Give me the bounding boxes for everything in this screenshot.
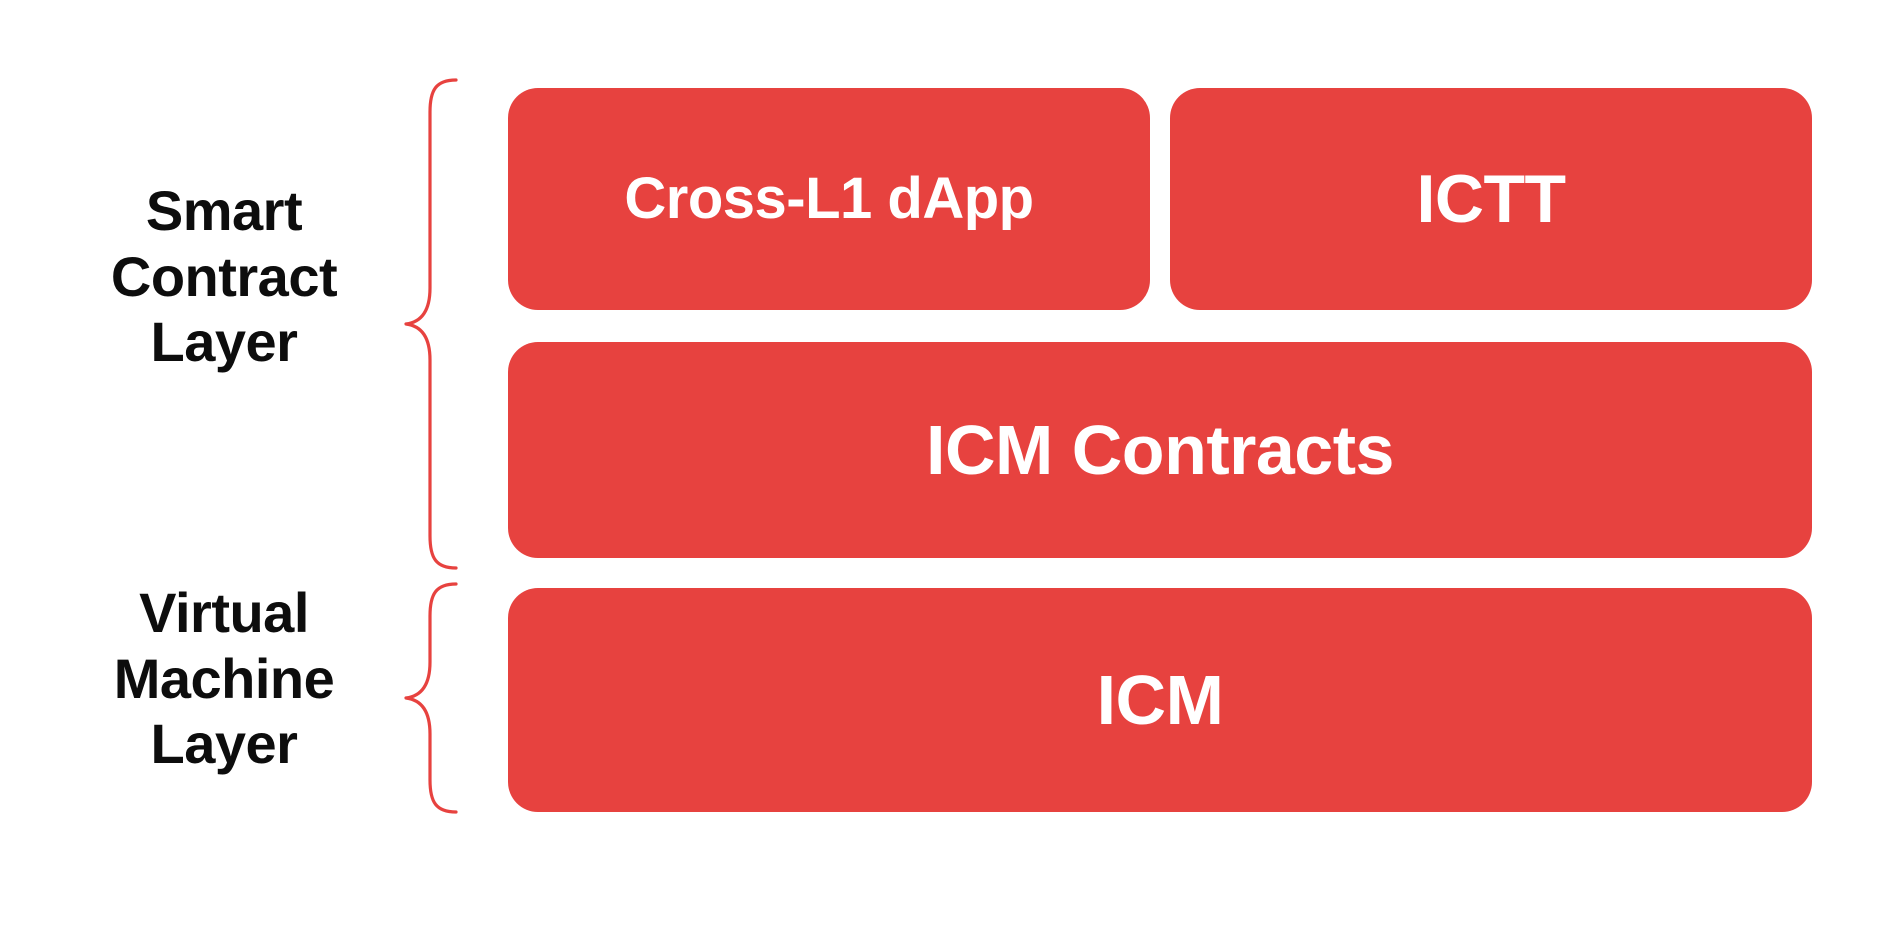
box-label-icm: ICM [1096, 661, 1224, 739]
box-icm-contracts[interactable]: ICM Contracts [508, 342, 1812, 558]
curly-brace-icon-virtual-machine [404, 582, 458, 814]
box-ictt[interactable]: ICTT [1170, 88, 1812, 310]
box-label-cross-l1-dapp: Cross-L1 dApp [624, 166, 1034, 231]
box-cross-l1-dapp[interactable]: Cross-L1 dApp [508, 88, 1150, 310]
box-icm[interactable]: ICM [508, 588, 1812, 812]
layer-label-smart-contract: Smart Contract Layer [110, 179, 338, 374]
curly-brace-icon-smart-contract [404, 78, 458, 570]
layer-label-virtual-machine: Virtual Machine Layer [113, 581, 335, 776]
box-label-ictt: ICTT [1416, 161, 1566, 237]
box-label-icm-contracts: ICM Contracts [926, 411, 1394, 489]
